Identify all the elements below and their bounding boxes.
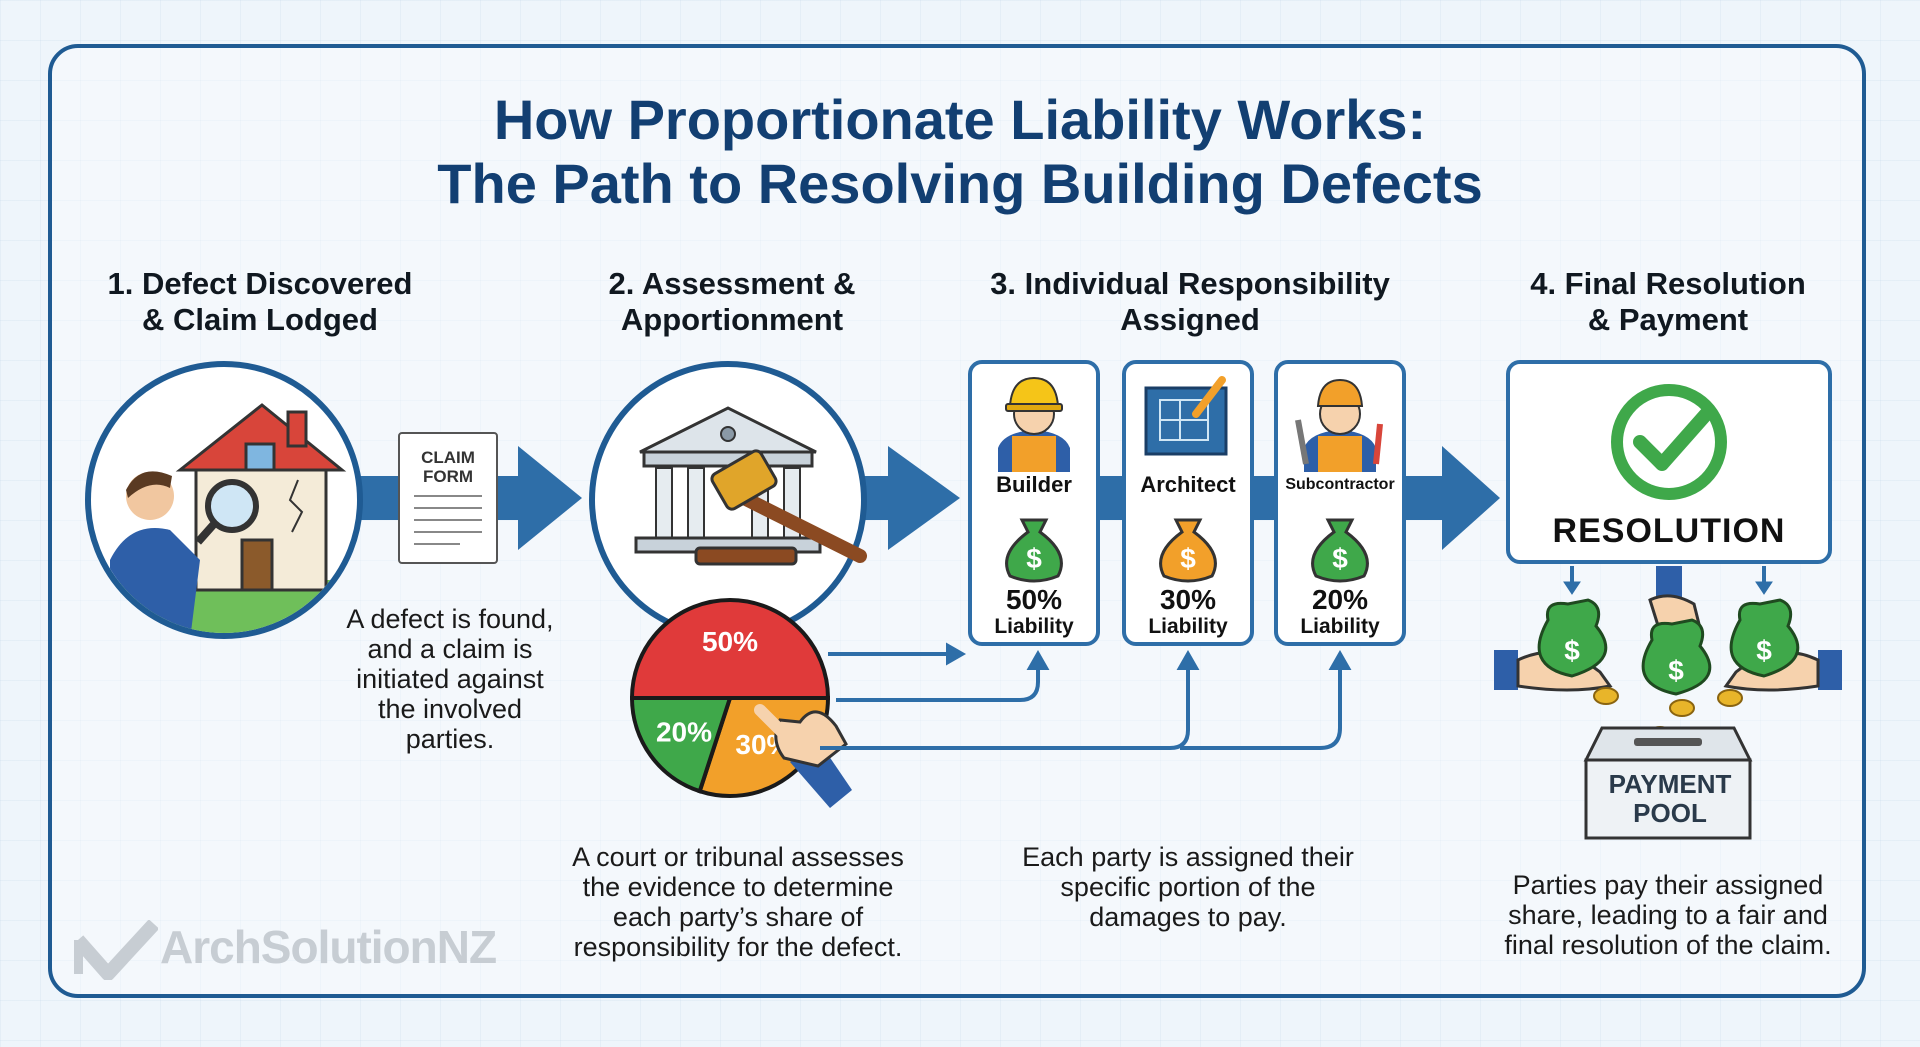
title-line-1: How Proportionate Liability Works: bbox=[493, 88, 1427, 151]
hand-center-money-bag-icon: $ bbox=[1641, 566, 1712, 696]
resolution-label: RESOLUTION bbox=[1552, 512, 1786, 550]
brand-name: ArchSolutionNZ bbox=[160, 921, 497, 973]
title-line-2: The Path to Resolving Building Defects bbox=[437, 152, 1483, 215]
party-role: Subcontractor bbox=[1285, 476, 1395, 493]
payment-pool-box bbox=[1583, 726, 1753, 840]
svg-text:$: $ bbox=[1564, 635, 1580, 666]
hand-right-money-bag-icon: $ bbox=[1723, 598, 1842, 692]
pointing-hand-icon bbox=[754, 704, 852, 808]
svg-text:$: $ bbox=[1026, 543, 1042, 574]
svg-text:$: $ bbox=[1180, 543, 1196, 574]
apportionment-pie-chart: 50%30%20% bbox=[629, 598, 831, 798]
money-bag-icon: $ bbox=[1005, 518, 1063, 583]
pie-slice bbox=[629, 598, 831, 700]
card-connector-2 bbox=[1250, 476, 1274, 520]
party-card-architect: Architect $ 30% Liability bbox=[1122, 360, 1254, 646]
party-role: Architect bbox=[1140, 472, 1236, 497]
courthouse-gavel-illustration bbox=[589, 361, 867, 639]
brand-logo-icon bbox=[74, 920, 158, 980]
checkmark-icon bbox=[1611, 384, 1727, 500]
payment-arrows bbox=[1563, 566, 1773, 595]
claim-form-document: CLAIM FORM bbox=[398, 432, 498, 564]
party-card-subcontractor: Subcontractor $ 20% Liability bbox=[1274, 360, 1406, 646]
pie-slice bbox=[629, 696, 733, 794]
money-bag-icon: $ bbox=[1159, 518, 1217, 583]
svg-text:$: $ bbox=[1668, 655, 1684, 686]
liability-percent: 50% bbox=[1005, 584, 1063, 615]
pie-slice-label: 50% bbox=[702, 626, 758, 657]
liability-label: Liability bbox=[1300, 615, 1380, 638]
svg-text:$: $ bbox=[1756, 635, 1772, 666]
liability-percent: 20% bbox=[1311, 584, 1369, 615]
liability-label: Liability bbox=[1148, 615, 1228, 638]
card-connector-1 bbox=[1098, 476, 1122, 520]
svg-text:$: $ bbox=[1332, 543, 1348, 574]
builder-icon bbox=[998, 376, 1070, 472]
claim-form-line-2: FORM bbox=[422, 467, 474, 486]
document-lines-icon bbox=[414, 495, 482, 545]
pie-to-cards-connectors bbox=[820, 642, 1352, 750]
party-card-builder: Builder $ 50% Liability bbox=[968, 360, 1100, 646]
hand-left-money-bag-icon: $ bbox=[1494, 598, 1613, 692]
flow-arrow-3 bbox=[1404, 446, 1500, 550]
liability-percent: 30% bbox=[1159, 584, 1217, 615]
resolution-box: RESOLUTION bbox=[1506, 360, 1832, 564]
claim-form-line-1: CLAIM bbox=[421, 448, 475, 467]
party-role: Builder bbox=[996, 472, 1072, 497]
blueprint-pencil-icon bbox=[1144, 376, 1228, 456]
payment-pool-label: PAYMENT POOL bbox=[1608, 769, 1732, 828]
pie-slice-label: 20% bbox=[656, 716, 712, 747]
money-bag-icon: $ bbox=[1311, 518, 1369, 583]
liability-label: Liability bbox=[994, 615, 1074, 638]
house-inspection-illustration bbox=[85, 361, 363, 639]
subcontractor-worker-icon bbox=[1295, 378, 1383, 472]
